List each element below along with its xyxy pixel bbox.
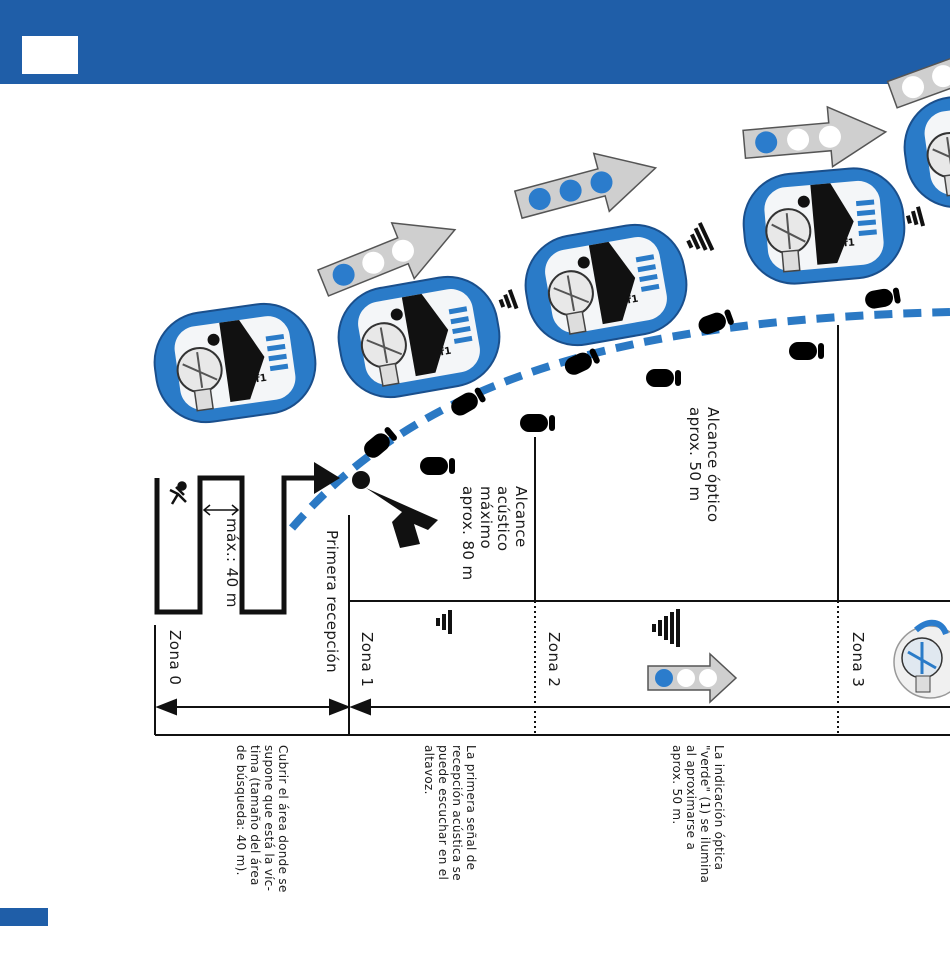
sound-waves	[436, 206, 926, 647]
search-width-label: máx.: 40 m	[223, 518, 241, 608]
direction-arrow-2	[513, 152, 658, 220]
optical-range-label: Alcance óptico aprox. 50 m	[686, 407, 722, 523]
first-reception-label: Primera recepción	[323, 530, 341, 674]
direction-arrow-3	[742, 105, 888, 168]
acoustic-range-label: Alcance acústico máximo aprox. 80 m	[458, 486, 530, 581]
beacon-device-1	[147, 296, 323, 430]
zone-2-description: La indicación óptica "verde" (1) se ilum…	[669, 745, 726, 884]
victim-point	[352, 471, 370, 489]
footer-tab	[0, 908, 48, 926]
zone-1-description: La primera señal de recepción acústica s…	[421, 745, 478, 881]
width-dimension	[202, 504, 240, 516]
victim-figure	[366, 488, 438, 548]
beacon-device-4	[738, 163, 910, 289]
zone-2-label: Zona 2	[545, 632, 563, 688]
zigzag-search-pattern	[154, 475, 318, 615]
zone-0-description: Cubrir el área donde se supone que está …	[233, 745, 290, 893]
skier-icon	[169, 481, 187, 505]
beacon-device-3	[516, 215, 696, 355]
zone-3-label: Zona 3	[849, 632, 867, 688]
direction-arrow-4	[886, 36, 950, 109]
header-page-box	[22, 36, 78, 74]
direction-arrow-zone2	[647, 652, 738, 704]
zone-0-label: Zona 0	[166, 630, 184, 686]
zone3-device-detail	[893, 619, 950, 699]
zigzag-arrowhead	[314, 462, 340, 494]
direction-arrow-1	[317, 222, 457, 297]
header-bar	[0, 0, 950, 84]
zone-grid	[154, 325, 950, 736]
beacon-device-2	[329, 267, 509, 407]
search-path-dashed	[288, 308, 950, 531]
zone-1-label: Zona 1	[358, 632, 376, 688]
zone-arrows	[155, 698, 950, 716]
zone-dotted	[534, 601, 839, 735]
